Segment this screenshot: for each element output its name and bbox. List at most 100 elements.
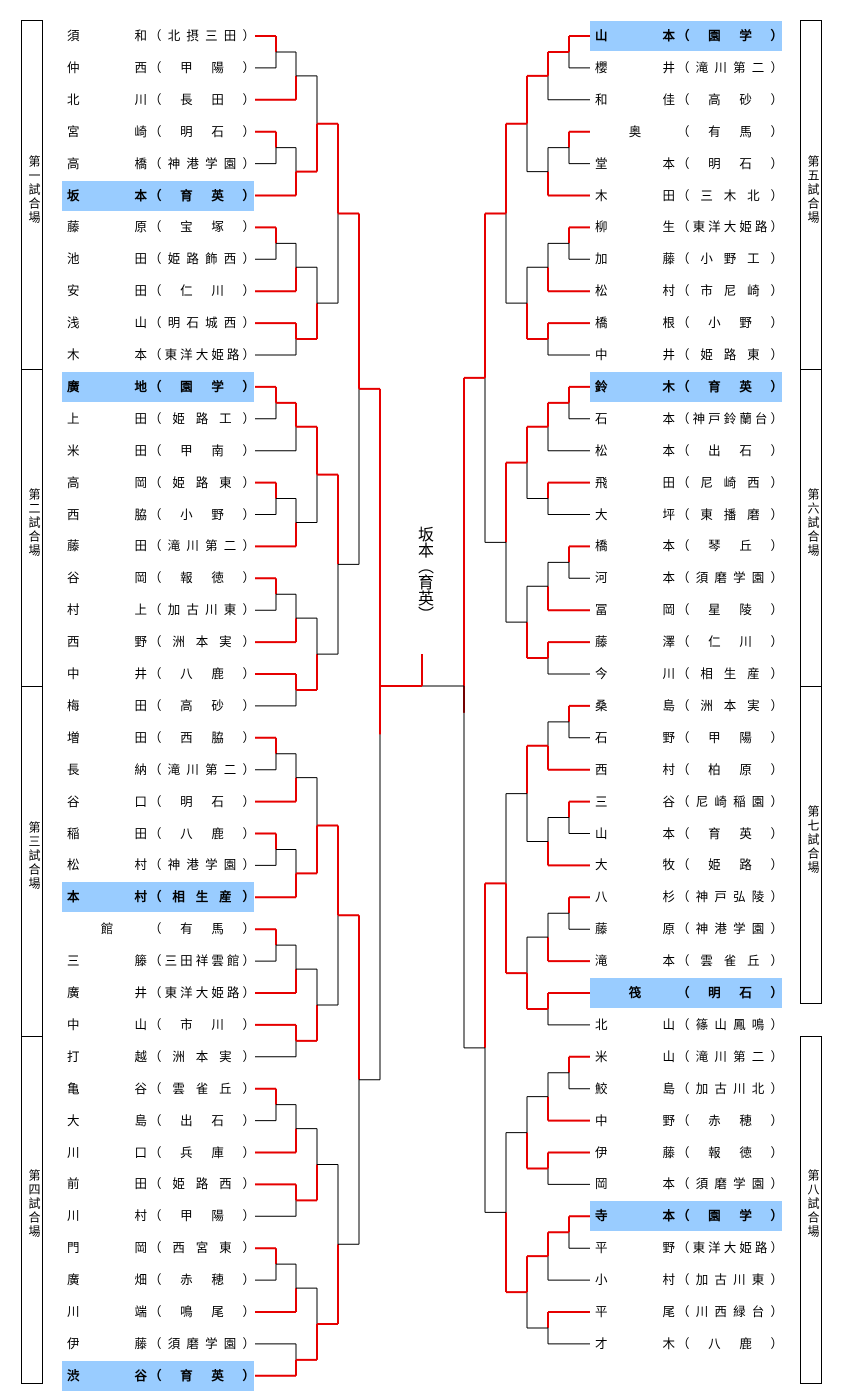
player-school: （甲陽） xyxy=(149,59,255,75)
player-school: （育英） xyxy=(149,1367,255,1383)
player-row: 高橋（神港学園） xyxy=(62,149,255,179)
player-school: （育英） xyxy=(677,825,783,841)
player-surname: 前田 xyxy=(67,1176,147,1192)
player-row: 中野（赤穂） xyxy=(590,1106,783,1136)
player-row: 木本（東洋大姫路） xyxy=(62,340,255,370)
player-surname: 櫻井 xyxy=(595,59,675,75)
player-row: 館（有馬） xyxy=(62,914,255,944)
player-surname: 滝本 xyxy=(595,953,675,969)
player-row: 梅田（高砂） xyxy=(62,691,255,721)
player-school: （東洋大姫路） xyxy=(149,985,255,1000)
player-surname: 堂本 xyxy=(595,155,675,171)
player-school: （育英） xyxy=(677,378,783,394)
player-school: （洲本実） xyxy=(149,634,255,650)
player-row: 河本（須磨学園） xyxy=(590,563,783,593)
player-surname: 小村 xyxy=(595,1272,675,1288)
player-school: （明石） xyxy=(149,793,255,809)
player-surname: 柳生 xyxy=(595,219,675,235)
player-surname: 冨岡 xyxy=(595,602,675,618)
player-surname: 西脇 xyxy=(67,506,147,522)
player-surname: 北山 xyxy=(595,1016,675,1032)
player-surname: 大牧 xyxy=(595,857,675,873)
player-school: （須磨学園） xyxy=(677,570,783,586)
player-row: 山本（育英） xyxy=(590,819,783,849)
player-school: （三田祥雲館） xyxy=(149,953,255,969)
player-row: 藤原（神港学園） xyxy=(590,914,783,944)
player-row: 松村（神港学園） xyxy=(62,850,255,880)
player-school: （滝川第二） xyxy=(677,59,783,75)
player-school: （明石城西） xyxy=(149,315,255,331)
player-row: 米田（甲南） xyxy=(62,436,255,466)
player-school: （出石） xyxy=(149,1112,255,1128)
venue-box-right-6: 第六試合場 xyxy=(800,369,822,687)
player-row: 西野（洲本実） xyxy=(62,627,255,657)
player-surname: 大島 xyxy=(67,1112,147,1128)
player-row: 八杉（神戸弘陵） xyxy=(590,882,783,912)
venue-label: 第五試合場 xyxy=(806,155,820,225)
player-surname: 浅山 xyxy=(67,315,147,331)
player-surname: 寺本 xyxy=(595,1208,675,1224)
player-surname: 中野 xyxy=(595,1112,675,1128)
player-surname: 桑島 xyxy=(595,697,675,713)
player-row: 坂本（育英） xyxy=(62,180,255,211)
player-surname: 伊藤 xyxy=(67,1335,147,1351)
player-surname: 坂本 xyxy=(67,187,147,203)
player-surname: 門岡 xyxy=(67,1240,147,1256)
player-school: （報徳） xyxy=(149,570,255,586)
player-school: （甲南） xyxy=(149,442,255,458)
player-school: （雲雀丘） xyxy=(149,1080,255,1096)
player-surname: 平尾 xyxy=(595,1304,675,1319)
player-surname: 高橋 xyxy=(67,155,147,171)
player-surname: 藤田 xyxy=(67,538,147,554)
player-school: （育英） xyxy=(149,187,255,203)
player-school: （小野） xyxy=(677,315,783,331)
player-school: （三木北） xyxy=(677,187,783,203)
player-school: （東洋大姫路） xyxy=(677,219,783,235)
player-row: 中山（市川） xyxy=(62,1010,255,1040)
player-school: （赤穂） xyxy=(149,1272,255,1288)
venue-box-right-7: 第七試合場 xyxy=(800,686,822,1004)
player-row: 前田（姫路西） xyxy=(62,1169,255,1199)
player-school: （須磨学園） xyxy=(149,1335,255,1351)
player-school: （洲本実） xyxy=(149,1048,255,1064)
player-school: （東播磨） xyxy=(677,506,783,522)
player-surname: 北川 xyxy=(67,91,147,107)
player-surname: 藤原 xyxy=(595,921,675,937)
player-school: （明石） xyxy=(677,985,783,1000)
player-surname: 八杉 xyxy=(595,889,675,905)
player-school: （加古川北） xyxy=(677,1080,783,1096)
player-row: 亀谷（雲雀丘） xyxy=(62,1074,255,1104)
player-row: 大牧（姫路） xyxy=(590,850,783,880)
venue-box-left-3: 第三試合場 xyxy=(21,686,43,1037)
player-row: 北川（長田） xyxy=(62,85,255,115)
player-surname: 廣地 xyxy=(67,378,147,394)
player-surname: 廣井 xyxy=(67,985,147,1000)
player-row: 西村（柏原） xyxy=(590,755,783,785)
player-row: 石野（甲陽） xyxy=(590,723,783,753)
player-surname: 筏 xyxy=(628,985,642,1000)
player-row: 桑島（洲本実） xyxy=(590,691,783,721)
player-row: 木田（三木北） xyxy=(590,181,783,211)
player-row: 川端（鳴尾） xyxy=(62,1297,255,1327)
player-surname: 中山 xyxy=(67,1016,147,1032)
player-row: 三谷（尼崎稲園） xyxy=(590,787,783,817)
player-row: 松本（出石） xyxy=(590,436,783,466)
player-surname: 亀谷 xyxy=(67,1080,147,1096)
player-school: （小野工） xyxy=(677,251,783,267)
player-school: （相生産） xyxy=(677,666,783,681)
player-school: （出石） xyxy=(677,442,783,458)
player-row: 本村（相生産） xyxy=(62,882,255,913)
player-row: 西脇（小野） xyxy=(62,500,255,530)
venue-box-left-1: 第一試合場 xyxy=(21,20,43,370)
player-surname: 橋本 xyxy=(595,538,675,554)
player-school: （明石） xyxy=(677,155,783,171)
player-surname: 石野 xyxy=(595,729,675,745)
player-surname: 本村 xyxy=(67,889,147,905)
venue-label: 第一試合場 xyxy=(27,155,41,225)
player-row: 稲田（八鹿） xyxy=(62,819,255,849)
player-row: 平野（東洋大姫路） xyxy=(590,1233,783,1263)
player-surname: 石本 xyxy=(595,410,675,426)
player-row: 山本（園学） xyxy=(590,21,783,51)
player-row: 高岡（姫路東） xyxy=(62,468,255,498)
player-surname: 伊藤 xyxy=(595,1144,675,1160)
